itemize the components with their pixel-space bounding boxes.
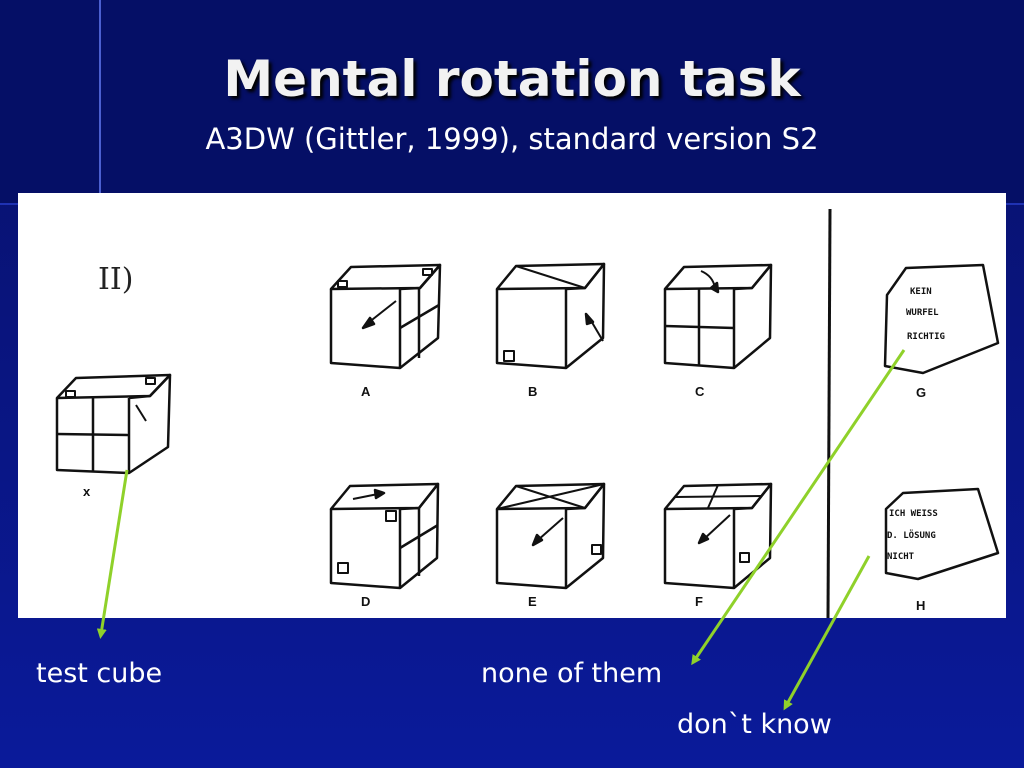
answer-h-text-line-3: NICHT bbox=[887, 552, 915, 562]
option-label-f: F bbox=[695, 594, 703, 609]
slide-subtitle: A3DW (Gittler, 1999), standard version S… bbox=[205, 122, 819, 156]
option-label-b: B bbox=[528, 384, 537, 399]
mental-rotation-figure: II) x A B C D E F G H KEIN WURFEL RICHTI… bbox=[18, 193, 1006, 618]
answer-h-text-line-2: D. LÖSUNG bbox=[887, 530, 936, 541]
cube-option-b bbox=[495, 262, 606, 370]
figure-drawing: II) x A B C D E F G H KEIN WURFEL RICHTI… bbox=[55, 208, 1000, 618]
caption-test-cube: test cube bbox=[36, 658, 163, 689]
cube-option-c bbox=[663, 263, 773, 370]
section-label: II) bbox=[98, 262, 133, 297]
answer-label-h: H bbox=[916, 598, 925, 613]
answer-g-hexagon bbox=[883, 263, 1000, 375]
answer-h-text-line-1: ICH WEISS bbox=[889, 509, 938, 519]
answer-label-g: G bbox=[916, 385, 926, 400]
answer-g-text-line-2: WURFEL bbox=[906, 308, 939, 318]
test-cube-x bbox=[55, 373, 172, 475]
option-label-d: D bbox=[361, 594, 370, 609]
option-label-a: A bbox=[361, 384, 371, 399]
answer-g-text-line-1: KEIN bbox=[910, 287, 932, 297]
answer-h-hexagon bbox=[884, 487, 1000, 581]
slide-title: Mental rotation task bbox=[223, 50, 801, 108]
cube-option-d bbox=[329, 482, 440, 590]
decorative-vertical-line bbox=[99, 0, 101, 195]
option-label-c: C bbox=[695, 384, 705, 399]
cube-option-a bbox=[329, 263, 442, 370]
answer-g-text-line-3: RICHTIG bbox=[907, 332, 945, 342]
arrow-to-test-cube bbox=[96, 469, 129, 639]
arrow-to-none-of-them bbox=[691, 349, 906, 666]
arrow-to-dont-know bbox=[783, 555, 871, 711]
test-cube-label: x bbox=[83, 484, 91, 499]
caption-none-of-them: none of them bbox=[481, 658, 663, 689]
header-band bbox=[0, 0, 1024, 205]
caption-dont-know: don`t know bbox=[677, 709, 832, 740]
option-label-e: E bbox=[528, 594, 537, 609]
cube-option-e bbox=[495, 482, 606, 590]
divider-line bbox=[826, 208, 832, 618]
